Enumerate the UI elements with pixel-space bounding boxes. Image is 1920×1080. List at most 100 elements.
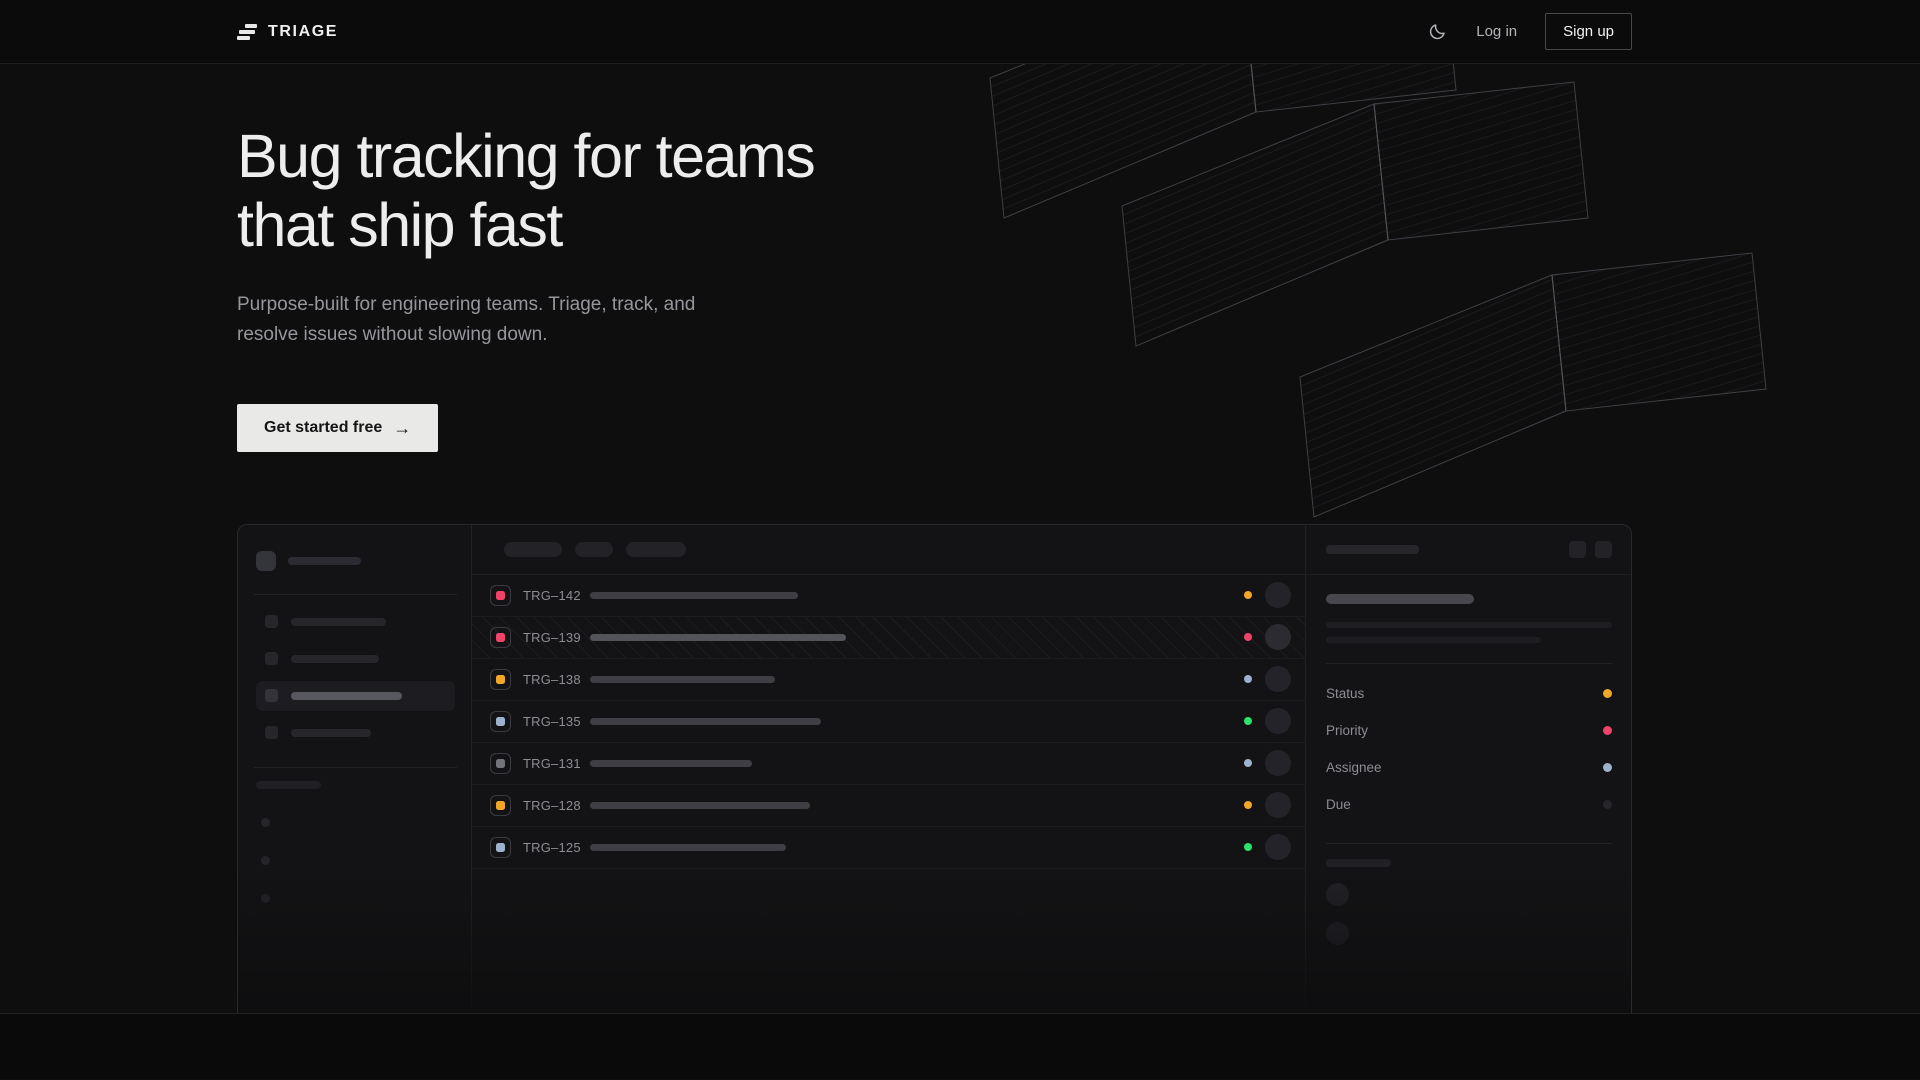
detail-fields: Status Priority Assignee Due — [1326, 675, 1612, 823]
top-nav: TRIAGE Log in Sign up — [0, 0, 1920, 64]
column-divider — [471, 524, 472, 1013]
title-line-2: that ship fast — [237, 190, 563, 259]
hero-subtitle: Purpose-built for engineering teams. Tri… — [237, 290, 757, 350]
field-value-dot — [1603, 762, 1612, 772]
issue-type-icon — [490, 668, 511, 690]
issue-row[interactable]: TRG–128 — [472, 785, 1305, 827]
assignee-avatar — [1265, 624, 1291, 651]
assignee-avatar — [1265, 708, 1291, 735]
issue-type-icon — [490, 794, 511, 816]
field-row-status[interactable]: Status — [1326, 675, 1612, 712]
detail-breadcrumb-placeholder — [1326, 544, 1419, 554]
nav-label-placeholder — [291, 691, 402, 700]
detail-description-placeholder — [1326, 636, 1541, 643]
status-dot — [1244, 591, 1252, 600]
issue-title-placeholder — [590, 675, 775, 683]
issue-row[interactable]: TRG–125 — [472, 827, 1305, 869]
login-link[interactable]: Log in — [1476, 23, 1518, 40]
issue-type-icon — [490, 836, 511, 858]
issue-row[interactable]: TRG–142 — [472, 575, 1305, 617]
sidebar-item-2[interactable] — [256, 644, 455, 674]
subtitle-line-2: resolve issues without slowing down. — [237, 323, 548, 345]
workspace-switcher[interactable] — [256, 550, 455, 571]
nav-icon — [265, 689, 278, 703]
field-value-dot — [1603, 688, 1612, 698]
issue-list: TRG–142 TRG–139 TRG–138 — [472, 525, 1305, 1013]
issue-title-placeholder — [590, 801, 810, 809]
field-row-assignee[interactable]: Assignee — [1326, 749, 1612, 786]
nav-label-placeholder — [291, 728, 371, 737]
status-dot — [1244, 633, 1252, 642]
moon-icon[interactable] — [1426, 21, 1448, 43]
workspace-name-placeholder — [288, 556, 361, 565]
issue-type-icon — [490, 710, 511, 732]
assignee-avatar — [1265, 834, 1291, 861]
status-dot — [1244, 843, 1252, 852]
issue-id: TRG–138 — [523, 671, 581, 687]
field-label: Assignee — [1326, 759, 1382, 775]
filter-pill[interactable] — [504, 541, 562, 557]
assignee-avatar — [1265, 582, 1291, 609]
status-dot — [1244, 801, 1252, 810]
title-line-1: Bug tracking for teams — [237, 122, 816, 190]
filter-pill[interactable] — [626, 541, 686, 557]
sidebar-divider — [254, 593, 457, 595]
sidebar-dot — [261, 817, 270, 827]
field-value-dot — [1603, 799, 1612, 809]
detail-divider — [1326, 842, 1612, 844]
app-mockup: TRG–142 TRG–139 TRG–138 — [237, 523, 1632, 1013]
issue-detail-panel: Status Priority Assignee Due — [1306, 525, 1631, 1013]
nav-label-placeholder — [291, 617, 386, 626]
brand-logo[interactable]: TRIAGE — [237, 23, 338, 41]
detail-header — [1306, 525, 1631, 575]
sidebar-nav — [256, 595, 455, 767]
issue-type-icon — [490, 752, 511, 774]
status-dot — [1244, 717, 1252, 726]
get-started-button[interactable]: Get started free → — [237, 403, 439, 452]
issue-type-icon — [490, 626, 511, 648]
issue-id: TRG–128 — [523, 797, 581, 813]
sidebar-divider — [254, 766, 457, 768]
assignee-avatar — [1265, 666, 1291, 693]
detail-divider — [1326, 662, 1612, 664]
filter-pill[interactable] — [575, 541, 613, 557]
issue-id: TRG–125 — [523, 839, 581, 855]
issue-id: TRG–131 — [523, 755, 581, 771]
issue-id: TRG–135 — [523, 713, 581, 729]
cta-label: Get started free — [264, 418, 383, 436]
issue-id: TRG–139 — [523, 629, 581, 645]
issue-title-placeholder — [590, 633, 846, 641]
triage-bars-icon — [237, 23, 257, 40]
issue-row[interactable]: TRG–135 — [472, 701, 1305, 743]
assignee-avatar — [1265, 792, 1291, 819]
detail-action-button[interactable] — [1595, 540, 1612, 558]
sidebar-item-3-active[interactable] — [256, 680, 455, 711]
issue-row[interactable]: TRG–139 — [472, 616, 1305, 659]
arrow-right-icon: → — [393, 417, 412, 438]
field-label: Status — [1326, 685, 1365, 701]
comment-avatar — [1326, 882, 1349, 906]
issue-title-placeholder — [590, 843, 786, 851]
issue-row[interactable]: TRG–138 — [472, 659, 1305, 701]
mockup-sidebar — [238, 525, 471, 1013]
brand-name: TRIAGE — [268, 22, 339, 40]
assignee-avatar — [1265, 750, 1291, 777]
sidebar-dot — [261, 893, 270, 903]
sidebar-item-4[interactable] — [256, 718, 455, 748]
issue-id: TRG–142 — [523, 587, 581, 603]
comment-avatar — [1326, 921, 1349, 945]
sidebar-item-1[interactable] — [256, 607, 455, 637]
signup-button[interactable]: Sign up — [1545, 13, 1632, 50]
field-row-due[interactable]: Due — [1326, 786, 1612, 823]
issue-title-placeholder — [590, 759, 752, 767]
status-dot — [1244, 759, 1252, 768]
nav-icon — [265, 726, 278, 740]
field-row-priority[interactable]: Priority — [1326, 712, 1612, 749]
column-divider — [1305, 524, 1306, 1013]
detail-action-button[interactable] — [1569, 540, 1586, 558]
detail-title-placeholder — [1326, 593, 1474, 604]
workspace-avatar — [256, 550, 276, 571]
issue-row[interactable]: TRG–131 — [472, 743, 1305, 785]
